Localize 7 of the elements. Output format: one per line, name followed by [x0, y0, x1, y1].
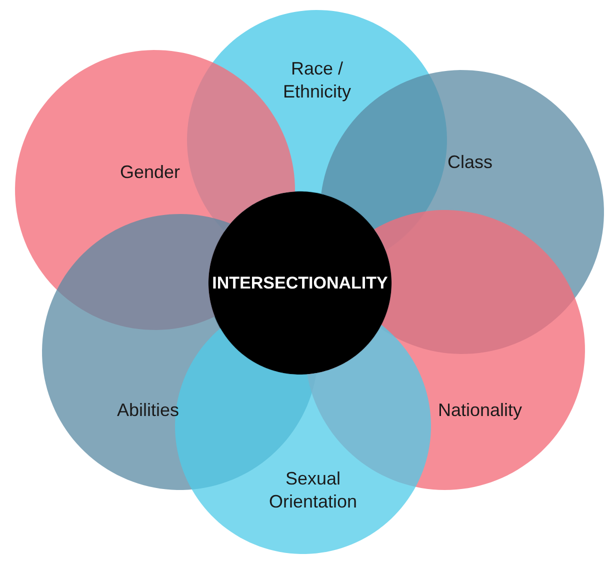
category-label: Class: [446, 150, 494, 174]
center-title: INTERSECTIONALITY: [211, 272, 389, 294]
category-label: Nationality: [436, 398, 524, 422]
category-label: Gender: [118, 160, 182, 184]
category-label: Race / Ethnicity: [282, 58, 352, 102]
category-label: Abilities: [116, 398, 180, 422]
category-label: Sexual Orientation: [268, 468, 358, 512]
